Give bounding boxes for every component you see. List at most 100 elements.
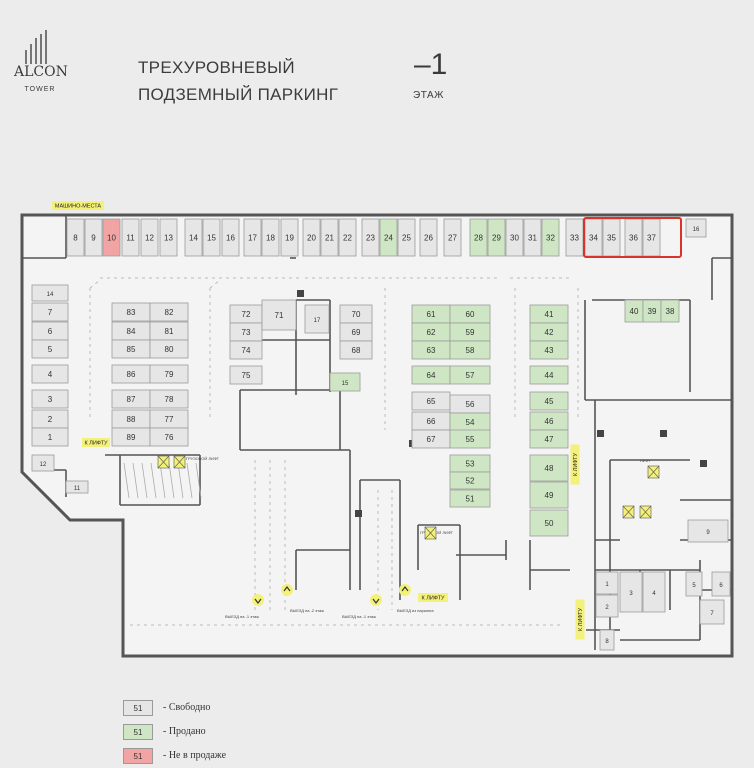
- parking-spot[interactable]: 89: [111, 427, 151, 447]
- parking-spot[interactable]: 75: [229, 365, 263, 385]
- parking-spot[interactable]: 42: [529, 322, 569, 342]
- parking-spot[interactable]: 60: [449, 304, 491, 324]
- parking-spot[interactable]: 58: [449, 340, 491, 360]
- parking-spot[interactable]: 11: [121, 218, 140, 257]
- parking-spot[interactable]: 53: [449, 454, 491, 473]
- parking-spot[interactable]: 25: [397, 218, 416, 257]
- parking-spot[interactable]: 11: [65, 480, 89, 494]
- parking-spot[interactable]: 18: [261, 218, 280, 257]
- parking-spot[interactable]: 9: [84, 218, 103, 257]
- parking-spot[interactable]: 68: [339, 340, 373, 360]
- parking-spot[interactable]: 73: [229, 322, 263, 342]
- parking-spot[interactable]: 65: [411, 391, 451, 411]
- parking-spot[interactable]: 21: [320, 218, 339, 257]
- parking-spot[interactable]: 81: [149, 321, 189, 341]
- parking-spot[interactable]: 33: [565, 218, 584, 257]
- parking-spot[interactable]: 54: [449, 412, 491, 432]
- parking-spot[interactable]: 37: [642, 218, 661, 257]
- parking-spot[interactable]: 87: [111, 389, 151, 409]
- parking-spot[interactable]: 2: [31, 409, 69, 429]
- parking-spot[interactable]: 31: [523, 218, 542, 257]
- parking-spot[interactable]: 1: [595, 571, 619, 595]
- parking-spot[interactable]: 66: [411, 411, 451, 431]
- parking-spot[interactable]: 1: [31, 427, 69, 447]
- parking-spot[interactable]: 44: [529, 365, 569, 385]
- parking-spot[interactable]: 88: [111, 409, 151, 429]
- parking-spot[interactable]: 32: [541, 218, 560, 257]
- parking-spot[interactable]: 7: [31, 302, 69, 322]
- parking-spot[interactable]: 4: [31, 364, 69, 384]
- parking-spot[interactable]: 72: [229, 304, 263, 324]
- parking-spot[interactable]: 78: [149, 389, 189, 409]
- parking-spot[interactable]: 28: [469, 218, 488, 257]
- parking-spot[interactable]: 36: [624, 218, 643, 257]
- parking-spot[interactable]: 8: [66, 218, 85, 257]
- parking-spot[interactable]: 79: [149, 364, 189, 384]
- parking-spot[interactable]: 52: [449, 471, 491, 490]
- parking-spot[interactable]: 82: [149, 302, 189, 322]
- parking-spot[interactable]: 74: [229, 340, 263, 360]
- parking-spot[interactable]: 5: [685, 571, 703, 597]
- parking-spot[interactable]: 64: [411, 365, 451, 385]
- parking-spot[interactable]: 43: [529, 340, 569, 360]
- parking-spot[interactable]: 47: [529, 429, 569, 449]
- parking-spot[interactable]: 6: [31, 321, 69, 341]
- parking-spot[interactable]: 67: [411, 429, 451, 449]
- parking-spot[interactable]: 84: [111, 321, 151, 341]
- parking-spot[interactable]: 22: [338, 218, 357, 257]
- parking-spot[interactable]: 29: [487, 218, 506, 257]
- parking-spot[interactable]: 59: [449, 322, 491, 342]
- parking-spot[interactable]: 55: [449, 429, 491, 449]
- parking-spot[interactable]: 62: [411, 322, 451, 342]
- parking-spot[interactable]: 38: [660, 299, 680, 323]
- parking-spot[interactable]: 9: [687, 519, 729, 543]
- parking-spot[interactable]: 49: [529, 481, 569, 509]
- parking-spot[interactable]: 16: [685, 218, 707, 238]
- parking-spot[interactable]: 14: [184, 218, 203, 257]
- parking-spot[interactable]: 16: [221, 218, 240, 257]
- parking-spot[interactable]: 2: [595, 594, 619, 618]
- parking-spot[interactable]: 24: [379, 218, 398, 257]
- parking-spot[interactable]: 35: [602, 218, 621, 257]
- parking-spot[interactable]: 77: [149, 409, 189, 429]
- parking-spot[interactable]: 8: [599, 629, 615, 651]
- parking-spot[interactable]: 6: [711, 571, 731, 597]
- parking-spot[interactable]: 15: [329, 372, 361, 392]
- parking-spot[interactable]: 48: [529, 454, 569, 482]
- parking-spot[interactable]: 71: [261, 299, 297, 331]
- parking-spot[interactable]: 46: [529, 411, 569, 431]
- parking-spot[interactable]: 40: [624, 299, 644, 323]
- parking-spot[interactable]: 30: [505, 218, 524, 257]
- parking-spot[interactable]: 26: [419, 218, 438, 257]
- parking-spot[interactable]: 85: [111, 339, 151, 359]
- parking-spot[interactable]: 23: [361, 218, 380, 257]
- parking-spot[interactable]: 14: [31, 284, 69, 302]
- parking-spot[interactable]: 70: [339, 304, 373, 324]
- parking-spot[interactable]: 50: [529, 509, 569, 537]
- parking-spot[interactable]: 5: [31, 339, 69, 359]
- parking-spot[interactable]: 3: [31, 389, 69, 409]
- parking-spot[interactable]: 12: [140, 218, 159, 257]
- parking-spot[interactable]: 39: [642, 299, 662, 323]
- parking-spot[interactable]: 83: [111, 302, 151, 322]
- parking-spot[interactable]: 19: [280, 218, 299, 257]
- parking-spot[interactable]: 17: [304, 304, 330, 334]
- parking-spot[interactable]: 10: [102, 218, 121, 257]
- parking-spot[interactable]: 3: [619, 571, 643, 613]
- parking-spot[interactable]: 20: [302, 218, 321, 257]
- parking-spot[interactable]: 51: [449, 489, 491, 508]
- parking-spot[interactable]: 4: [642, 571, 666, 613]
- parking-spot[interactable]: 17: [243, 218, 262, 257]
- parking-spot[interactable]: 80: [149, 339, 189, 359]
- parking-spot[interactable]: 69: [339, 322, 373, 342]
- parking-spot[interactable]: 61: [411, 304, 451, 324]
- parking-spot[interactable]: 12: [31, 454, 55, 472]
- parking-spot[interactable]: 27: [443, 218, 462, 257]
- parking-spot[interactable]: 63: [411, 340, 451, 360]
- parking-spot[interactable]: 15: [202, 218, 221, 257]
- parking-spot[interactable]: 56: [449, 394, 491, 414]
- parking-spot[interactable]: 86: [111, 364, 151, 384]
- parking-spot[interactable]: 13: [159, 218, 178, 257]
- parking-spot[interactable]: 41: [529, 304, 569, 324]
- parking-spot[interactable]: 7: [699, 599, 725, 625]
